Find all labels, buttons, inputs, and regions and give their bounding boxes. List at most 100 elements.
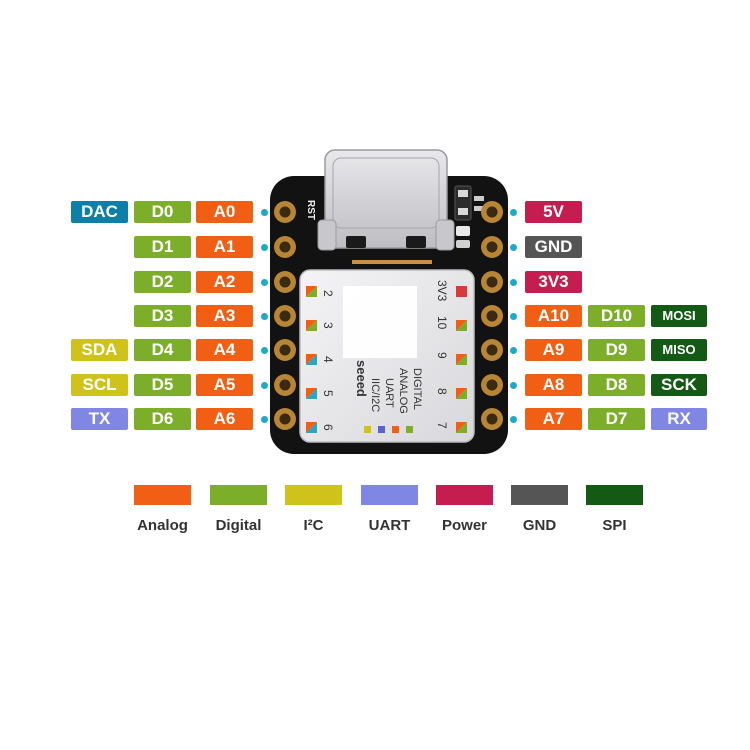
pin-label-a2: A2	[196, 271, 253, 293]
silk-swatch-i2c	[364, 426, 371, 433]
left-pad-hole-5	[279, 379, 291, 391]
left-pin-numbers: 2 3 4 5 6	[321, 290, 335, 431]
right-pin-connector-dot	[510, 243, 517, 251]
silk-swatch-analog	[392, 426, 399, 433]
silk-legend-i2c: IIC/I2C	[369, 378, 381, 412]
left-pad-hole-6	[279, 413, 291, 425]
pin-label-a8: A8	[525, 374, 582, 396]
pin-label-d5: D5	[134, 374, 191, 396]
pin-label-a10: A10	[525, 305, 582, 327]
legend-swatch-spi	[586, 485, 643, 505]
left-pad-hole-4	[279, 344, 291, 356]
left-pin-connector-dot	[261, 415, 268, 423]
left-pin-number: 3	[321, 322, 335, 329]
pin-label-gnd: GND	[525, 236, 582, 258]
right-pin-connector-dot	[510, 312, 517, 320]
pin-label-mosi: MOSI	[651, 305, 707, 327]
pin-label-a6: A6	[196, 408, 253, 430]
silk-legend: IIC/I2C UART ANALOG DIGITAL	[364, 368, 423, 433]
right-marker-0	[456, 320, 467, 331]
right-marker-power	[456, 286, 467, 297]
right-pad-hole-6	[486, 413, 498, 425]
right-pad-hole-3	[486, 310, 498, 322]
left-pad-hole-3	[279, 310, 291, 322]
left-pin-connector-dot	[261, 208, 268, 216]
pin-label-a5: A5	[196, 374, 253, 396]
pin-label-d7: D7	[588, 408, 645, 430]
right-pin-number: 8	[435, 388, 449, 395]
left-pin-number: 6	[321, 424, 335, 431]
left-pad-hole-2	[279, 276, 291, 288]
silk-swatch-digital	[406, 426, 413, 433]
legend-swatch-digital	[210, 485, 267, 505]
pin-markers	[306, 286, 467, 433]
right-pin-connector-dot	[510, 208, 517, 216]
left-pin-number: 5	[321, 390, 335, 397]
left-marker-3	[306, 388, 317, 399]
pin-label-a7: A7	[525, 408, 582, 430]
legend-swatch-analog	[134, 485, 191, 505]
right-pin-number: 7	[435, 422, 449, 429]
pin-label-d8: D8	[588, 374, 645, 396]
left-marker-0	[306, 286, 317, 297]
pin-label-d3: D3	[134, 305, 191, 327]
legend-label-power: Power	[441, 517, 487, 534]
left-pin-number: 2	[321, 290, 335, 297]
right-pin-connector-dot	[510, 278, 517, 286]
pin-label-a4: A4	[196, 339, 253, 361]
pin-label-d10: D10	[588, 305, 645, 327]
pin-label-a9: A9	[525, 339, 582, 361]
right-marker-2	[456, 388, 467, 399]
pin-label-tx: TX	[71, 408, 128, 430]
pin-label-a0: A0	[196, 201, 253, 223]
left-pin-connector-dot	[261, 312, 268, 320]
pin-label-rx: RX	[651, 408, 707, 430]
pin-label-d4: D4	[134, 339, 191, 361]
pin-label-a1: A1	[196, 236, 253, 258]
right-pad-hole-2	[486, 276, 498, 288]
right-pad-hole-5	[486, 379, 498, 391]
legend-label-i2c: I²C	[303, 517, 324, 534]
silk-legend-uart: UART	[383, 378, 395, 408]
left-pin-number: 4	[321, 356, 335, 363]
pin-label-d0: D0	[134, 201, 191, 223]
left-marker-2	[306, 354, 317, 365]
usb-c-connector	[317, 149, 455, 264]
left-pin-connector-dot	[261, 278, 268, 286]
brand-logo: seeed	[354, 360, 369, 397]
pin-pads	[274, 201, 503, 430]
legend-swatch-i2c	[285, 485, 342, 505]
silk-legend-analog: ANALOG	[397, 368, 409, 414]
left-pin-connector-dot	[261, 346, 268, 354]
pin-label-d2: D2	[134, 271, 191, 293]
legend-swatch-power	[436, 485, 493, 505]
right-pin-connector-dot	[510, 346, 517, 354]
pin-label-5v: 5V	[525, 201, 582, 223]
pin-label-scl: SCL	[71, 374, 128, 396]
pin-label-sda: SDA	[71, 339, 128, 361]
left-marker-4	[306, 422, 317, 433]
right-pin-connector-dot	[510, 381, 517, 389]
silk-legend-digital: DIGITAL	[411, 368, 423, 410]
legend-label-analog: Analog	[137, 517, 188, 534]
left-pin-connector-dot	[261, 243, 268, 251]
silk-swatch-uart	[378, 426, 385, 433]
right-pad-hole-1	[486, 241, 498, 253]
left-pin-connector-dot	[261, 381, 268, 389]
pin-label-d1: D1	[134, 236, 191, 258]
left-pad-hole-0	[279, 206, 291, 218]
right-marker-1	[456, 354, 467, 365]
pin-label-d6: D6	[134, 408, 191, 430]
legend-swatch-uart	[361, 485, 418, 505]
rst-label: RST	[305, 200, 316, 220]
top-right-components	[454, 185, 484, 248]
pin-label-d9: D9	[588, 339, 645, 361]
legend-label-digital: Digital	[215, 517, 262, 534]
right-pin-number: 9	[435, 352, 449, 359]
legend-label-gnd: GND	[522, 517, 557, 534]
pin-label-sck: SCK	[651, 374, 707, 396]
left-pad-hole-1	[279, 241, 291, 253]
